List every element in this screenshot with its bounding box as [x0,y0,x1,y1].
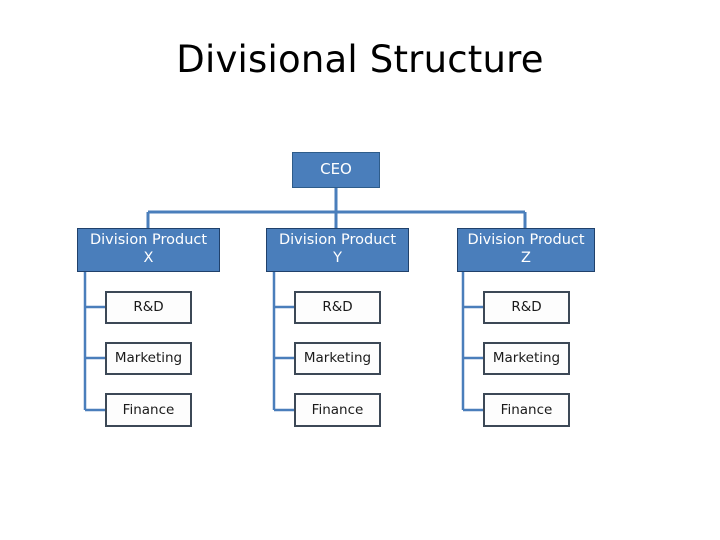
node-z-rd[interactable]: R&D [483,291,570,324]
node-division-x-label-line2: X [143,250,154,266]
node-division-y[interactable]: Division Product Y [266,228,409,272]
node-x-finance-label: Finance [122,401,175,418]
node-division-z[interactable]: Division Product Z [457,228,595,272]
node-z-rd-label: R&D [511,299,542,316]
node-division-x[interactable]: Division Product X [77,228,220,272]
page-title: Divisional Structure [176,38,544,81]
node-division-z-label-line2: Z [521,250,531,266]
node-ceo[interactable]: CEO [292,152,380,188]
node-division-x-label-line1: Division Product [89,232,208,249]
node-y-rd-label: R&D [322,299,353,316]
node-z-marketing[interactable]: Marketing [483,342,570,375]
node-division-z-label-line1: Division Product [467,232,585,249]
node-z-finance[interactable]: Finance [483,393,570,427]
node-y-finance-label: Finance [311,401,364,418]
node-y-rd[interactable]: R&D [294,291,381,324]
node-ceo-label: CEO [320,160,352,179]
node-y-marketing-label: Marketing [303,350,372,367]
node-y-marketing[interactable]: Marketing [294,342,381,375]
node-division-y-label-line2: Y [333,250,342,266]
node-x-marketing[interactable]: Marketing [105,342,192,375]
node-division-y-label-line1: Division Product [278,232,397,249]
node-x-rd[interactable]: R&D [105,291,192,324]
node-z-marketing-label: Marketing [492,350,561,367]
node-z-finance-label: Finance [500,401,553,418]
node-y-finance[interactable]: Finance [294,393,381,427]
node-x-rd-label: R&D [133,299,164,316]
node-x-finance[interactable]: Finance [105,393,192,427]
node-x-marketing-label: Marketing [114,350,183,367]
